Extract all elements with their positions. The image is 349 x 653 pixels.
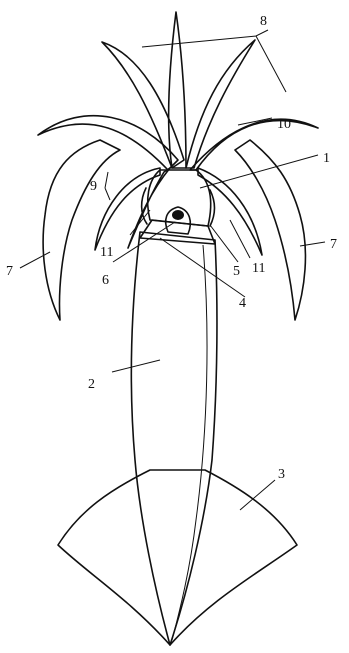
label-7-right: 7 xyxy=(330,237,337,252)
label-3: 3 xyxy=(278,467,285,482)
label-7-left: 7 xyxy=(6,264,13,279)
label-9: 9 xyxy=(90,179,97,194)
siphon-opening-shape xyxy=(172,210,184,220)
label-1: 1 xyxy=(323,151,330,166)
label-8: 8 xyxy=(260,14,267,29)
label-2: 2 xyxy=(88,377,95,392)
tentacle-right-shape xyxy=(235,140,305,320)
label-11-left: 11 xyxy=(100,245,113,260)
label-6: 6 xyxy=(102,273,109,288)
label-11-right: 11 xyxy=(252,261,265,276)
label-10: 10 xyxy=(277,117,291,132)
tentacle-left-shape xyxy=(43,140,120,320)
label-4: 4 xyxy=(239,296,246,311)
label-5: 5 xyxy=(233,264,240,279)
